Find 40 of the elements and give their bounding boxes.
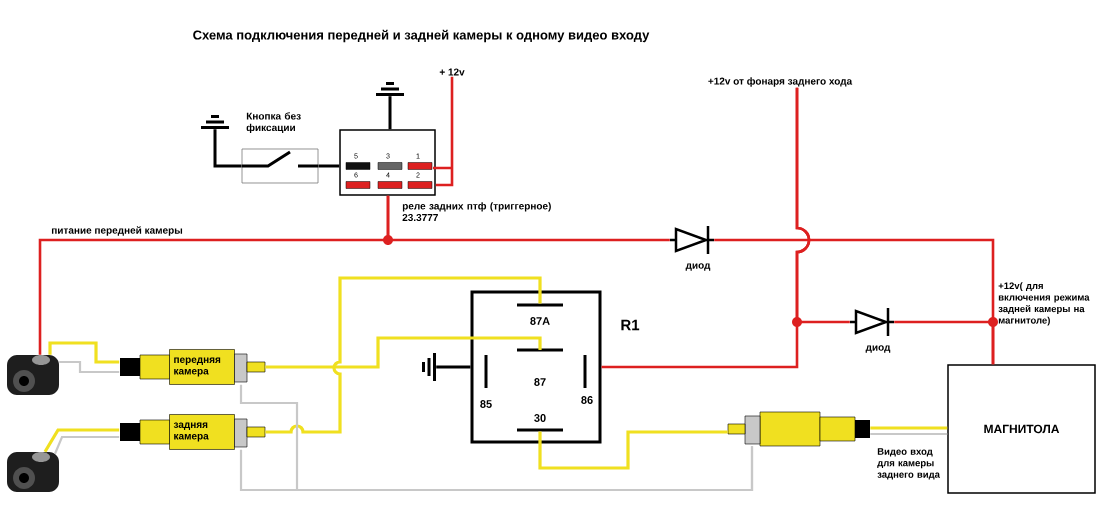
wire [436, 365, 471, 369]
relay-caption: реле задних птф (триггерное) 23.3777 [402, 202, 551, 222]
wire [894, 320, 995, 365]
wire [265, 336, 542, 369]
voltage-label: +12v от фонаря заднего хода [708, 77, 853, 87]
camera-drawing [7, 452, 59, 492]
pin-number: 86 [581, 396, 593, 404]
edge-label: питание передней камеры [50, 225, 184, 237]
ground-symbol [422, 351, 436, 383]
note-text: +12v( для включения режима задней камеры на магнитоле) [998, 282, 1090, 326]
relay-name: R1 [621, 319, 640, 331]
pin-number: 87A [530, 317, 550, 325]
wire [54, 435, 120, 455]
wire [870, 432, 948, 436]
pin-number: 30 [534, 414, 546, 422]
pin-number: 87 [534, 378, 546, 386]
wire [431, 75, 454, 187]
title: Схема подключения передней и задней камеры к одному видео входу [193, 29, 650, 43]
wire [538, 430, 728, 470]
ground-symbol [199, 115, 231, 129]
diode-label: диод [685, 263, 711, 271]
wire [48, 341, 120, 364]
wire [265, 276, 542, 434]
head-unit-box: МАГНИТОЛА [947, 364, 1096, 494]
pin-number: 85 [480, 400, 492, 408]
wire [43, 428, 120, 453]
wire [870, 426, 948, 430]
camera-drawing [7, 355, 59, 395]
diode-label: диод [865, 345, 891, 353]
wire [213, 129, 242, 168]
note-text: Видео вход для камеры заднего вида [877, 448, 940, 480]
wire [386, 195, 670, 242]
wire [59, 360, 120, 374]
wire [239, 446, 754, 492]
wire [388, 96, 392, 130]
wire [318, 164, 340, 168]
voltage-label: + 12v [439, 68, 465, 76]
ground-symbol [374, 82, 406, 96]
wire [795, 87, 850, 324]
switch-label: Кнопка без фиксации [246, 112, 301, 134]
